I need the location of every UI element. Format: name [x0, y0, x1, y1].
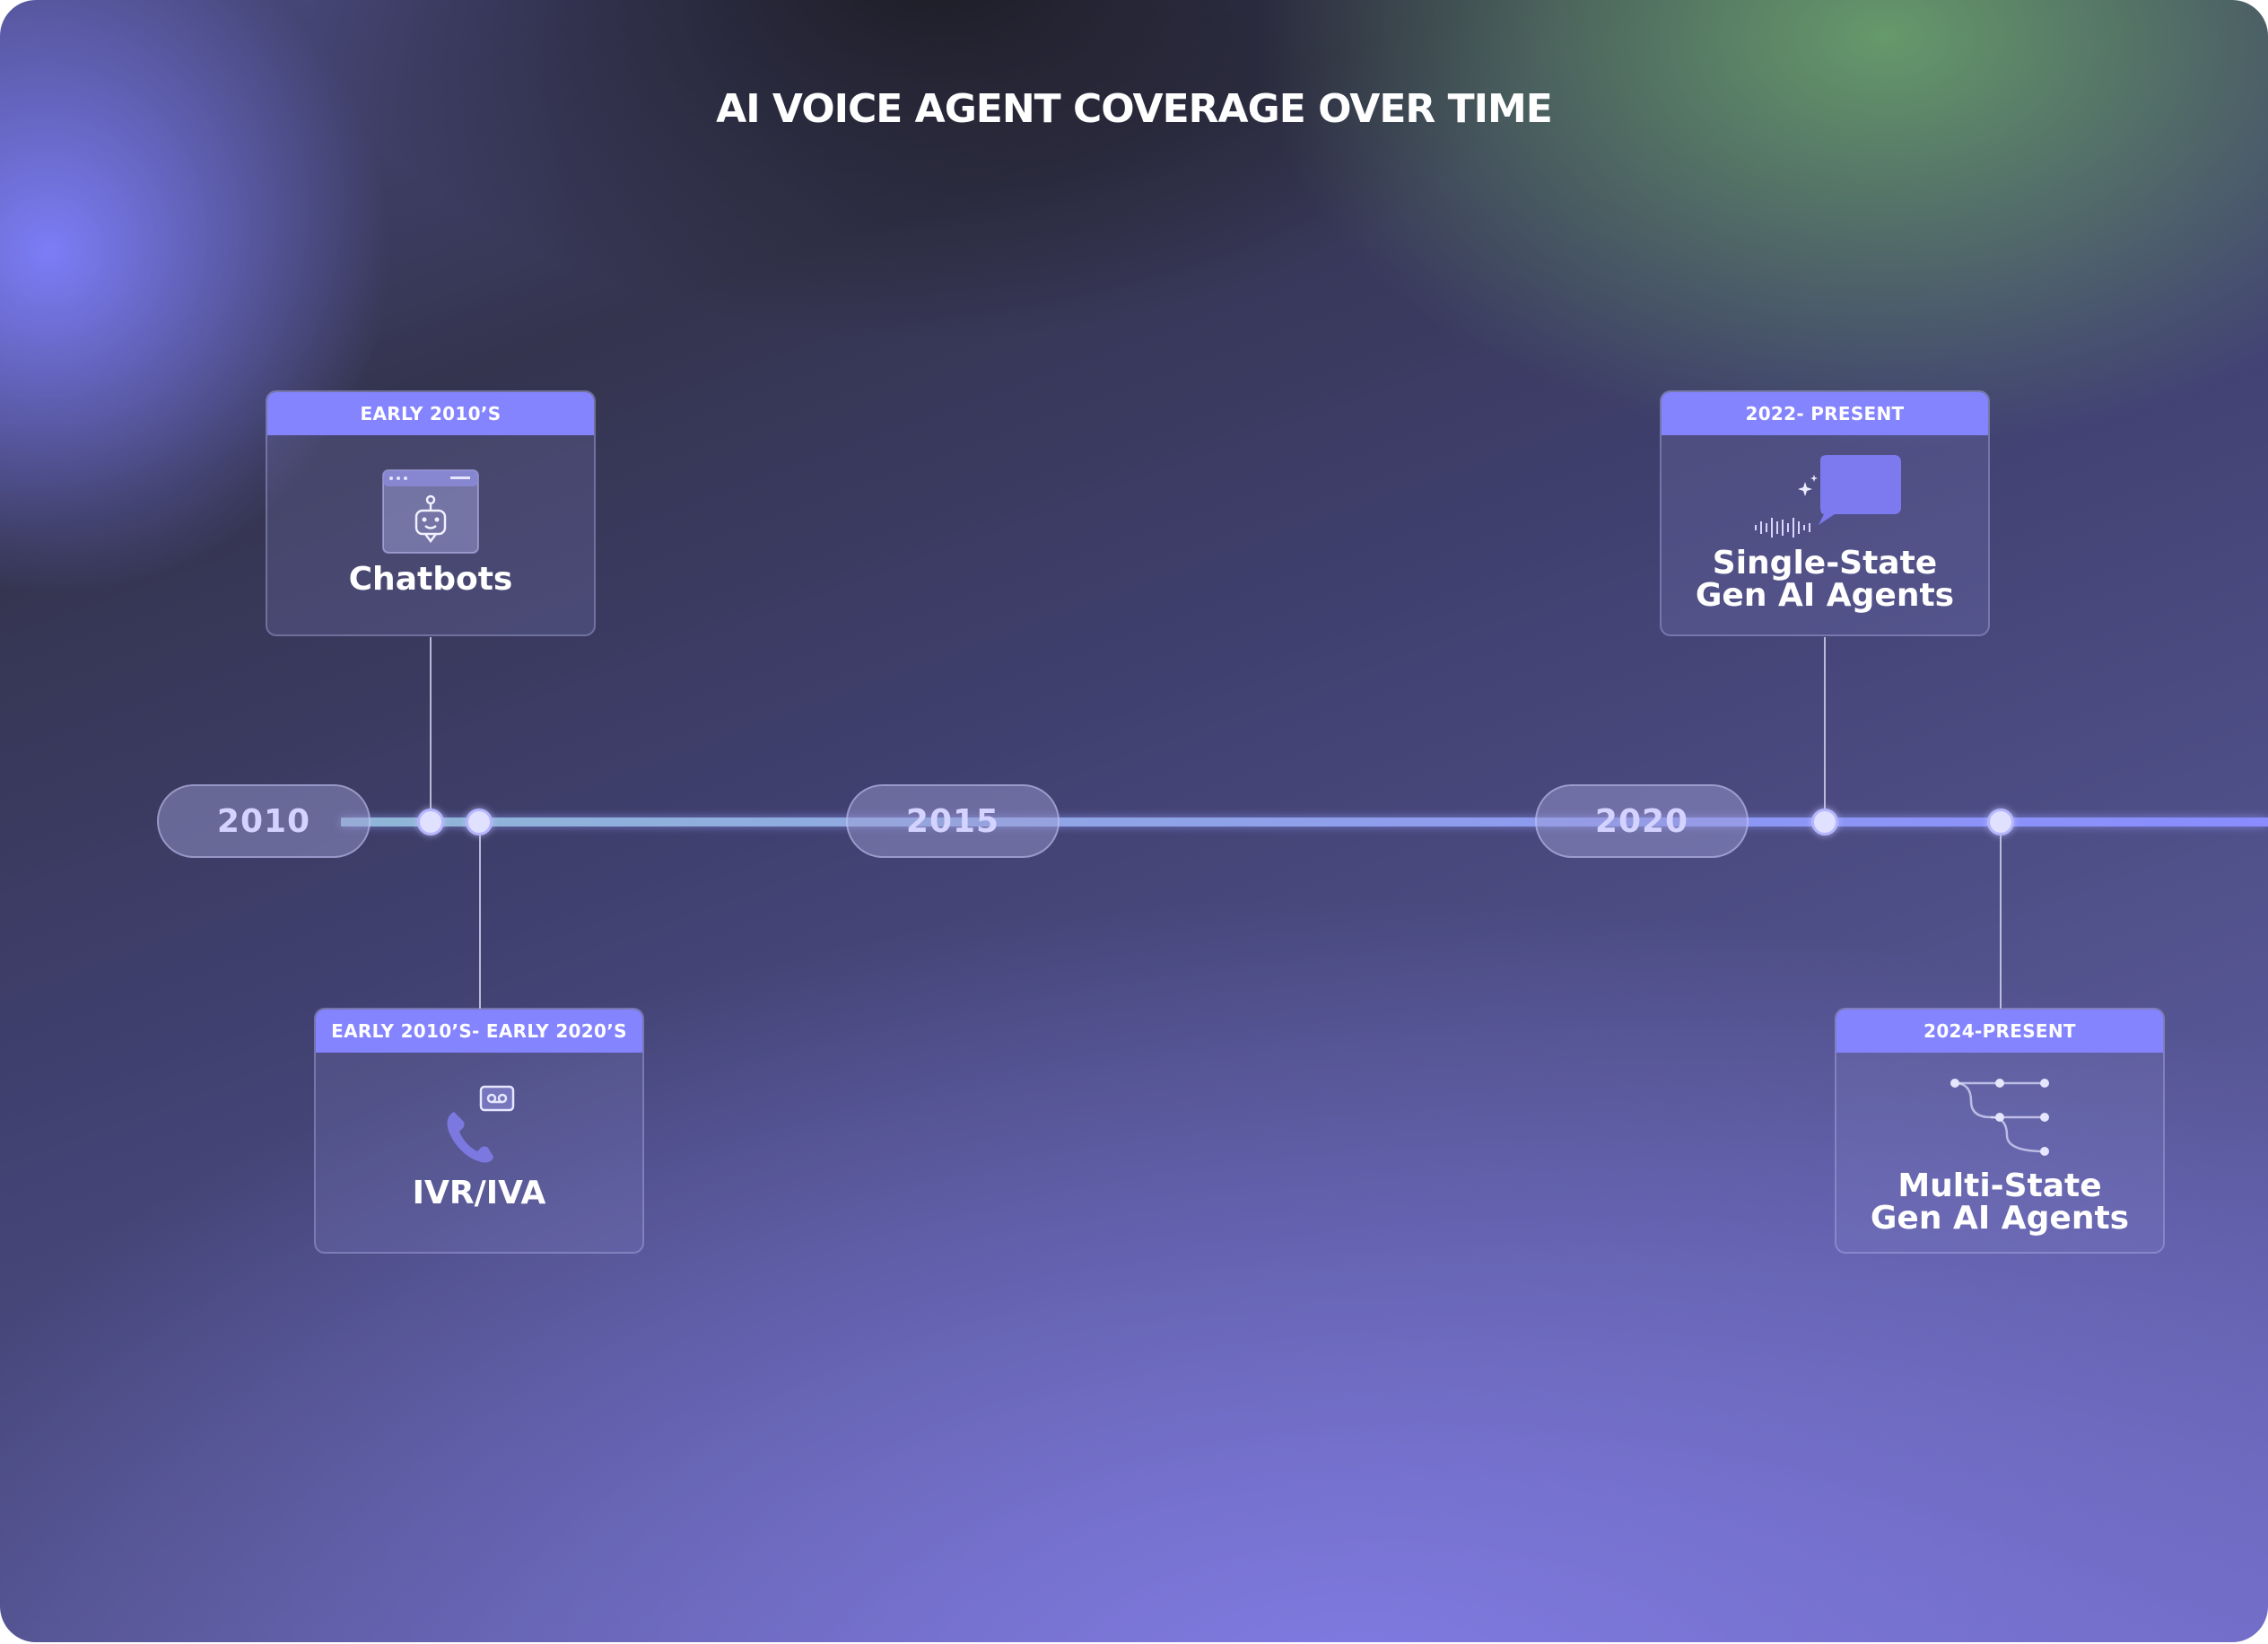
- timeline-dot-single-state: [1811, 809, 1838, 835]
- card-period: EARLY 2010’S: [267, 392, 594, 435]
- timeline-dot-chatbots: [417, 809, 444, 835]
- card-period: EARLY 2010’S- EARLY 2020’S: [316, 1010, 642, 1053]
- card-label-line2: Gen AI Agents: [1870, 1200, 2130, 1237]
- card-label: Chatbots: [348, 561, 513, 598]
- card-label-line1: Single-State: [1712, 545, 1938, 582]
- chatbot-robot-icon: [267, 469, 594, 554]
- card-label-line2: Gen AI Agents: [1695, 577, 1955, 614]
- milestone-card-ivr: EARLY 2010’S- EARLY 2020’S IVR/IVA: [314, 1008, 644, 1254]
- card-period: 2024-PRESENT: [1836, 1010, 2163, 1053]
- timeline-dot-ivr: [466, 809, 493, 835]
- year-pill-2010: 2010: [157, 784, 371, 858]
- timeline-dot-multi-state: [1987, 809, 2014, 835]
- milestone-card-chatbots: EARLY 2010’S Chatbots: [266, 390, 596, 636]
- card-label: IVR/IVA: [412, 1175, 546, 1211]
- year-pill-2020: 2020: [1535, 784, 1749, 858]
- milestone-card-multi-state: 2024-PRESENT Multi-State Gen AI A: [1835, 1008, 2165, 1254]
- connector-line-ivr: [479, 833, 481, 1009]
- phone-voicemail-icon: [316, 1085, 642, 1166]
- connector-line-multi-state: [2000, 833, 2002, 1009]
- connector-line-single-state: [1824, 637, 1826, 817]
- card-period: 2022- PRESENT: [1662, 392, 1988, 435]
- page-title: AI VOICE AGENT COVERAGE OVER TIME: [716, 86, 1553, 132]
- card-label-line1: Multi-State: [1897, 1167, 2102, 1204]
- year-pill-2015: 2015: [846, 784, 1060, 858]
- timeline-axis: [341, 818, 2268, 826]
- connector-line-chatbots: [430, 637, 432, 817]
- voice-chat-sparkle-icon: [1662, 455, 1988, 545]
- branching-flow-icon: [1836, 1069, 2163, 1167]
- milestone-card-single-state: 2022- PRESENT: [1660, 390, 1990, 636]
